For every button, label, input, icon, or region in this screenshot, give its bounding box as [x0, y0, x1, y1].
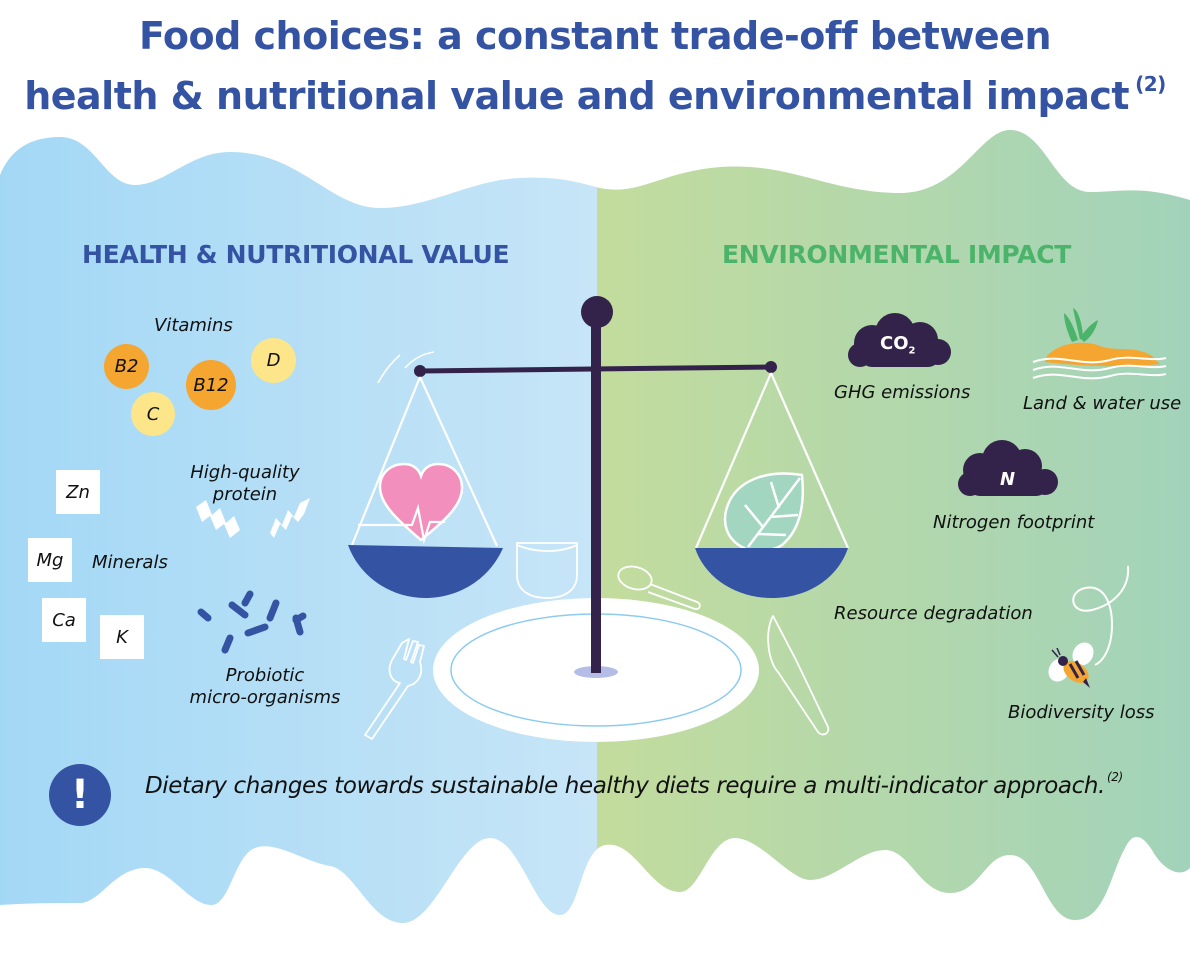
protein-helix-icon	[196, 498, 310, 538]
resource-degradation-label: Resource degradation	[834, 603, 1033, 624]
spoon-icon	[617, 565, 701, 610]
environment-section-heading: ENVIRONMENTAL IMPACT	[722, 240, 1072, 269]
fork-icon	[364, 638, 425, 740]
footer-reference: (2)	[1106, 770, 1123, 784]
biodiversity-loss-label: Biodiversity loss	[1008, 702, 1155, 723]
left-pan-icon	[348, 545, 503, 598]
bee-icon	[1048, 565, 1130, 688]
vitamin-d: D	[251, 338, 296, 383]
nitrogen-cloud-icon	[958, 440, 1058, 496]
vitamin-c: C	[131, 392, 175, 436]
co2-cloud-icon	[848, 313, 951, 367]
health-section-heading: HEALTH & NUTRITIONAL VALUE	[82, 240, 510, 269]
title-line-1: Food choices: a constant trade-off betwe…	[138, 14, 1052, 58]
balance-scale-icon	[350, 296, 850, 673]
minerals-label: Minerals	[92, 552, 168, 573]
knife-icon	[767, 615, 830, 736]
mineral-ca: Ca	[42, 598, 86, 642]
co2-icon-text: CO2	[880, 333, 916, 357]
mineral-mg: Mg	[28, 538, 72, 582]
right-pan-icon	[695, 548, 848, 598]
title-reference: (2)	[1135, 72, 1166, 96]
vitamin-b12: B12	[186, 360, 236, 410]
mineral-k: K	[100, 615, 144, 659]
protein-label: High-quality protein	[190, 462, 300, 505]
title-line-2: health & nutritional value and environme…	[24, 72, 1166, 118]
infographic-title: Food choices: a constant trade-off betwe…	[0, 12, 1190, 120]
nitrogen-icon-text: N	[1000, 469, 1016, 490]
probiotic-bacteria-icon	[197, 590, 307, 654]
land-water-label: Land & water use	[1023, 393, 1182, 414]
land-water-icon	[1032, 308, 1167, 380]
nitrogen-footprint-label: Nitrogen footprint	[933, 512, 1095, 533]
ghg-emissions-label: GHG emissions	[834, 382, 971, 403]
cup-icon	[516, 542, 578, 599]
leaf-icon	[723, 472, 805, 553]
exclamation-icon: !	[49, 764, 111, 826]
vitamin-b2: B2	[104, 344, 149, 389]
footer-note: Dietary changes towards sustainable heal…	[145, 770, 1123, 799]
heart-pulse-icon	[358, 462, 464, 545]
mineral-zn: Zn	[56, 470, 100, 514]
vitamins-label: Vitamins	[154, 315, 233, 336]
probiotics-label: Probiotic micro-organisms	[189, 665, 341, 708]
